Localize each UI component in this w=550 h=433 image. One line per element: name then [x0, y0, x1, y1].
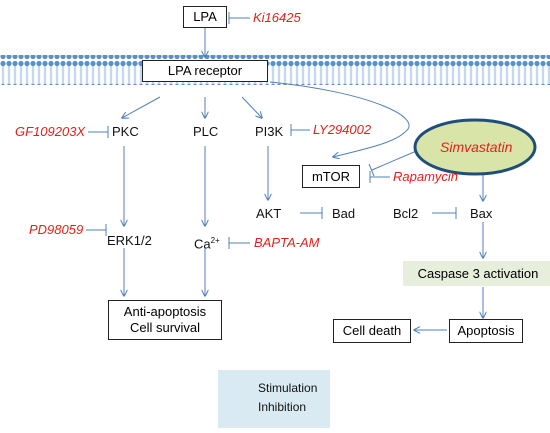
pkc-label: PKC — [112, 124, 139, 139]
inhibit-rapamycin — [369, 171, 390, 183]
calcium-symbol: Ca — [194, 236, 211, 252]
simvastatin-label: Simvastatin — [440, 139, 513, 155]
legend-inhibition: Inhibition — [258, 400, 307, 414]
stimulation-arrows — [122, 28, 483, 330]
arrow-receptor-to-pkc — [122, 96, 161, 118]
lpa-receptor-box: LPA receptor — [142, 60, 268, 82]
apoptosis-box: Apoptosis — [449, 319, 523, 343]
bax-label: Bax — [470, 206, 493, 221]
apoptosis-label: Apoptosis — [457, 323, 515, 338]
inhibit-gf109203x — [88, 126, 109, 138]
caspase-label: Caspase 3 activation — [417, 265, 539, 281]
ki16425-label: Ki16425 — [253, 10, 301, 25]
legend-stimulation: Stimulation — [258, 381, 318, 395]
bcl2-label: Bcl2 — [393, 206, 419, 221]
inhibit-ly294002 — [290, 124, 310, 136]
gf109203x-label: GF109203X — [15, 124, 86, 139]
mtor-box: mTOR — [302, 165, 360, 188]
plc-label: PLC — [193, 124, 219, 139]
cell-death-box: Cell death — [333, 319, 411, 343]
mtor-label: mTOR — [311, 168, 351, 184]
lpa-label: LPA — [193, 9, 217, 24]
bapta-am-label: BAPTA-AM — [254, 235, 320, 250]
anti-apoptosis-line1: Anti-apoptosis — [123, 304, 207, 319]
lpa-receptor-label: LPA receptor — [167, 63, 243, 78]
inhibit-pd98059 — [86, 224, 107, 236]
legend: Stimulation Inhibition — [218, 370, 330, 428]
cell-membrane — [0, 55, 550, 85]
inhibit-akt-bad — [300, 207, 323, 219]
simvastatin-ellipse — [413, 118, 537, 176]
caspase-box: Caspase 3 activation — [403, 261, 550, 286]
inhibit-bapta — [228, 237, 250, 249]
inhibit-ki16425 — [228, 12, 250, 24]
arrow-receptor-to-pi3k — [241, 96, 262, 118]
erk-label: ERK1/2 — [107, 233, 152, 248]
anti-apoptosis-box: Anti-apoptosis Cell survival — [108, 300, 222, 340]
arrow-receptor-to-mtor — [269, 81, 410, 157]
anti-apoptosis-line2: Cell survival — [129, 320, 201, 335]
pd98059-label: PD98059 — [29, 222, 84, 237]
pi3k-label: PI3K — [255, 124, 284, 139]
akt-label: AKT — [256, 206, 282, 221]
lpa-box: LPA — [183, 6, 227, 28]
calcium-label: Ca2+ — [194, 233, 220, 252]
rapamycin-label: Rapamycin — [393, 169, 459, 184]
cell-death-label: Cell death — [342, 323, 402, 338]
bad-label: Bad — [332, 206, 356, 221]
ly294002-label: LY294002 — [313, 122, 372, 137]
calcium-charge: 2+ — [210, 236, 220, 245]
inhibit-bcl2-bax — [432, 207, 457, 219]
